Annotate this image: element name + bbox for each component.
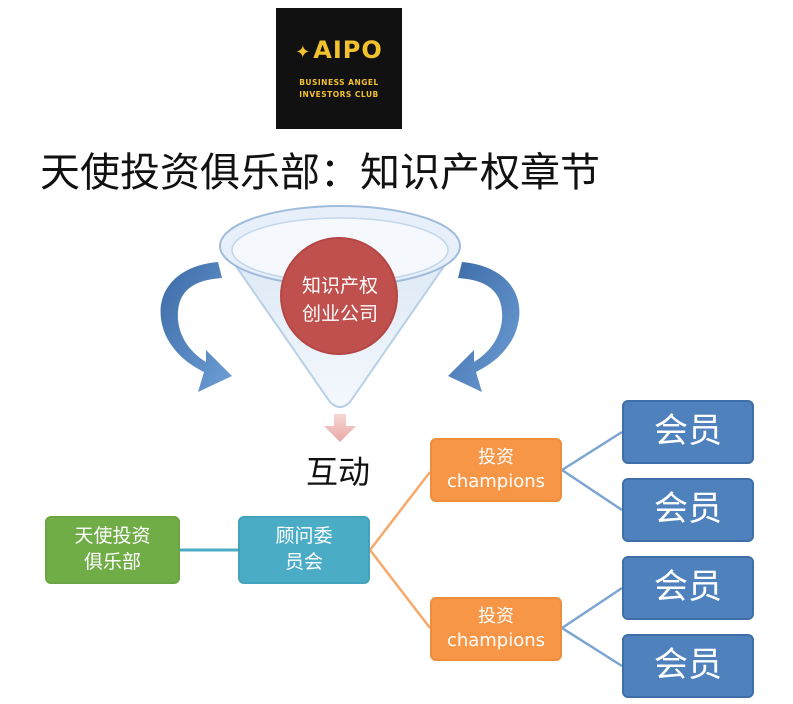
angel-club-line2: 俱乐部 (83, 551, 141, 573)
left-curved-arrow (160, 262, 232, 392)
logo-brand: ✦AIPO (295, 36, 383, 64)
champion-box-top: 投资 champions (430, 438, 562, 502)
logo-line2: INVESTORS CLUB (299, 90, 379, 99)
champion-top-line1: 投资 (478, 446, 514, 468)
right-curved-arrow (448, 262, 520, 392)
committee-line2: 员会 (284, 551, 323, 573)
member-box-3: 会员 (622, 556, 754, 620)
committee-line1: 顾问委 (275, 525, 333, 548)
interaction-label: 互动 (306, 453, 371, 491)
aipo-logo: ✦AIPO BUSINESS ANGEL INVESTORS CLUB (276, 8, 402, 129)
connector-champion-top-member1 (561, 430, 623, 472)
connector-champion-bottom-member4 (561, 626, 623, 668)
champion-top-line2: champions (446, 471, 546, 492)
advisory-committee-box: 顾问委 员会 (238, 516, 370, 584)
connector-committee-champion-top (369, 471, 431, 551)
champion-bottom-line2: champions (446, 630, 546, 651)
page-title: 天使投资俱乐部：知识产权章节 (40, 150, 600, 196)
member-box-1: 会员 (622, 400, 754, 464)
member-box-2: 会员 (622, 478, 754, 542)
connector-committee-champion-bottom (369, 549, 431, 629)
logo-line1: BUSINESS ANGEL (299, 78, 379, 87)
ip-startup-circle (280, 237, 398, 355)
champion-box-bottom: 投资 champions (430, 597, 562, 661)
circle-line2: 创业公司 (301, 303, 378, 325)
down-arrow (324, 414, 356, 442)
member-box-4: 会员 (622, 634, 754, 698)
angel-club-line1: 天使投资 (74, 525, 151, 548)
connector-champion-bottom-member3 (561, 586, 623, 630)
ip-startup-label: 知识产权 创业公司 (280, 248, 400, 352)
circle-line1: 知识产权 (301, 274, 378, 297)
winged-horse-icon: ✦ (295, 42, 312, 63)
champion-bottom-line1: 投资 (478, 605, 514, 627)
connector-champion-top-member2 (561, 468, 623, 512)
angel-club-box: 天使投资 俱乐部 (45, 516, 180, 584)
